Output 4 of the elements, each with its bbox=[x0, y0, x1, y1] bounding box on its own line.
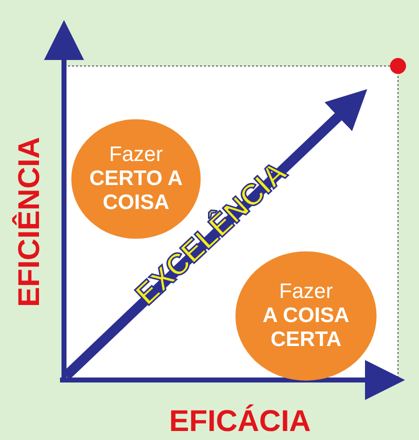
circle-heading: A COISA CERTA bbox=[262, 304, 350, 352]
axis-label: EFICÁCIA bbox=[169, 405, 311, 439]
circle-text: Fazer bbox=[109, 142, 163, 166]
axis-label: EFICIÊNCIA bbox=[13, 137, 47, 307]
